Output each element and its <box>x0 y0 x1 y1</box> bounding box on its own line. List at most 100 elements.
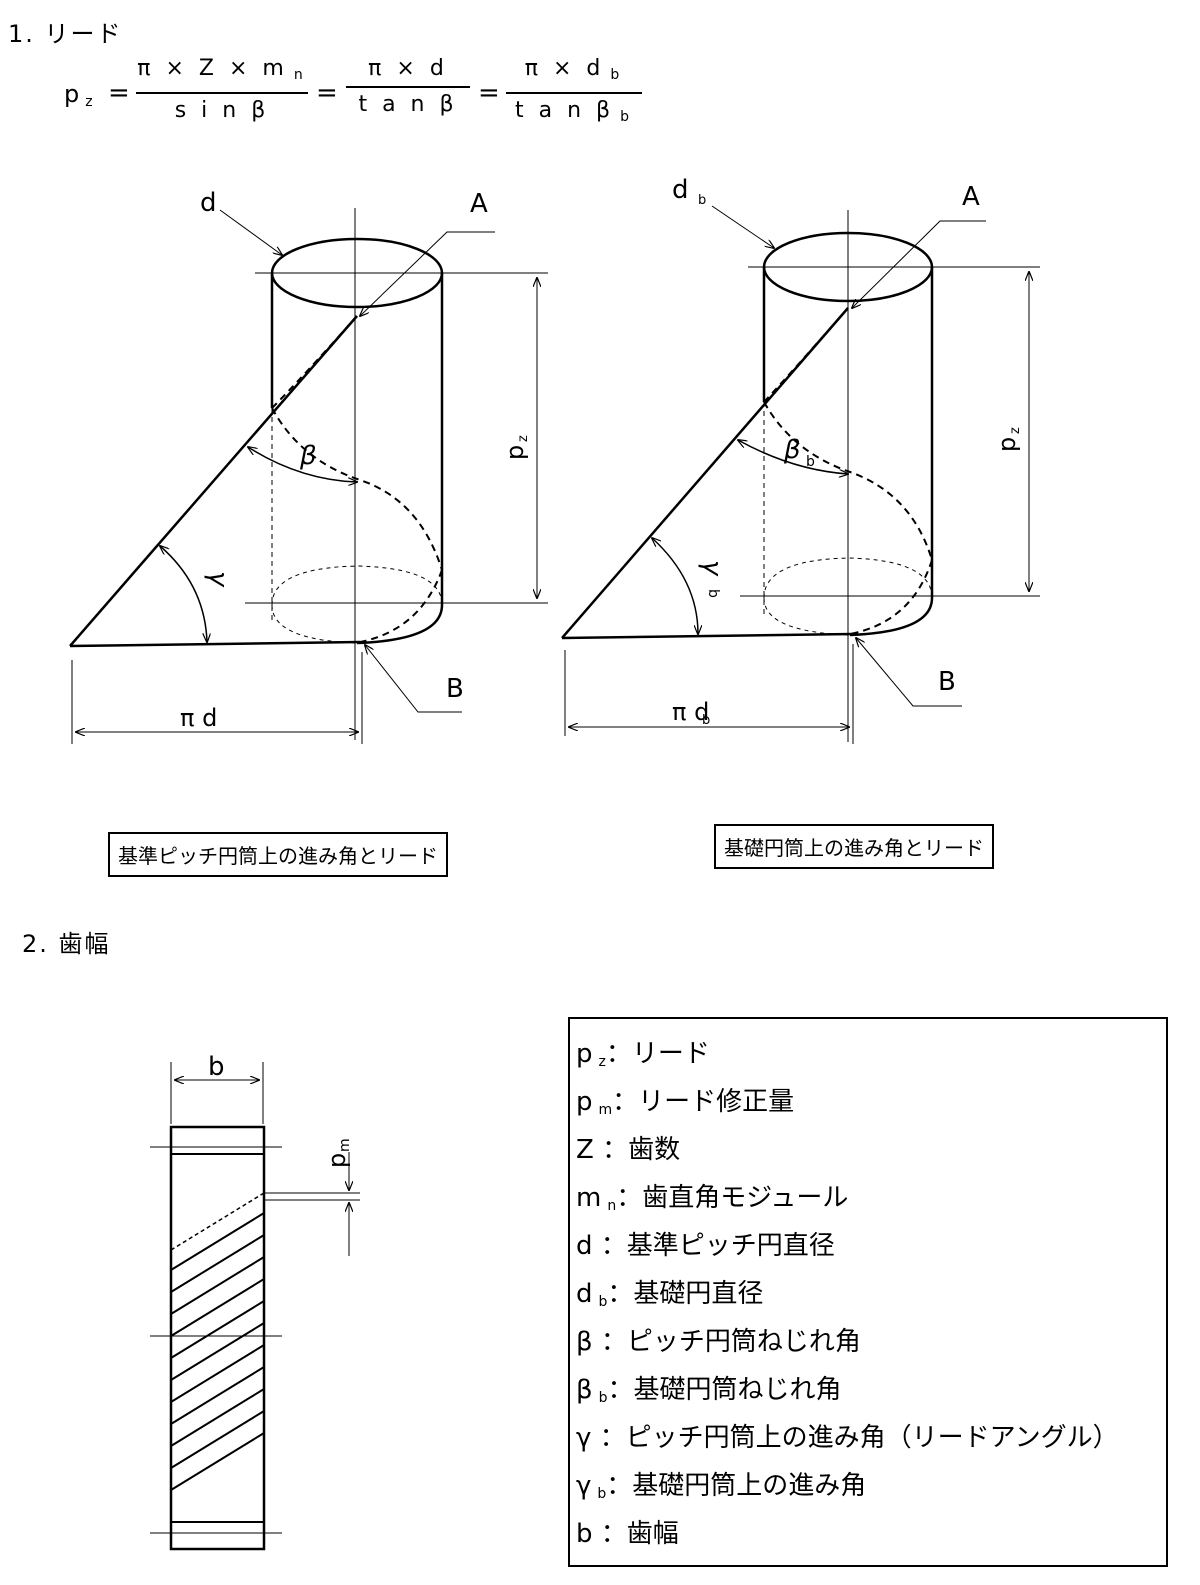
label-pidb: π d <box>672 698 709 726</box>
label-pidb-sub: b <box>702 713 710 728</box>
helix-bottom-right <box>849 559 933 635</box>
label-beta-b: β <box>783 435 801 465</box>
helix-lower <box>271 407 443 571</box>
caption-base-cylinder: 基礎円筒上の進み角とリード <box>714 824 994 869</box>
triangle-base <box>69 640 361 648</box>
legend-description: ：リード修正量 <box>612 1087 795 1117</box>
legend-symbol-sub: b <box>597 1486 607 1502</box>
legend-symbol: p <box>576 1087 593 1117</box>
legend-description: ：ピッチ円筒上の進み角（リードアングル） <box>591 1423 1119 1453</box>
legend-symbol-sub: b <box>598 1294 608 1310</box>
legend-item: γ ：ピッチ円筒上の進み角（リードアングル） <box>576 1417 1119 1454</box>
cylinder-bottom-back <box>271 565 443 606</box>
beta-b-arc <box>738 440 848 474</box>
legend-symbol: d <box>576 1279 593 1309</box>
svg-text:p: p <box>993 437 1021 452</box>
legend-symbol: Z <box>576 1135 594 1165</box>
caption-pitch-cylinder: 基準ピッチ円筒上の進み角とリード <box>108 832 448 877</box>
triangle-base-right <box>561 632 853 640</box>
formula-equals-2: = <box>316 78 338 108</box>
legend-description: ：基礎円筒上の進み角 <box>606 1471 867 1501</box>
d-leader <box>219 209 282 255</box>
formula-equals-3: = <box>478 78 500 108</box>
gear-section-rect <box>169 1125 266 1551</box>
label-gamma-b: γ <box>697 560 727 577</box>
base-cylinder-figure <box>561 205 1040 744</box>
label-B-left: B <box>446 674 464 704</box>
legend-symbol: γ <box>576 1471 592 1501</box>
A-leader-right <box>852 220 986 308</box>
label-pz-left: p z <box>501 435 531 460</box>
legend-symbol: d <box>576 1231 593 1261</box>
A-leader <box>360 231 495 316</box>
legend-description: ：基礎円筒ねじれ角 <box>607 1375 842 1405</box>
legend-symbol: γ <box>576 1423 592 1453</box>
legend-symbol: b <box>576 1519 593 1549</box>
helix-upper-right <box>763 307 849 403</box>
legend-description: ：歯幅 <box>592 1519 679 1549</box>
legend-symbol-sub: z <box>598 1054 606 1070</box>
gamma-arc <box>160 546 207 642</box>
legend-symbol: p <box>576 1039 593 1069</box>
label-A-right: A <box>962 182 980 212</box>
legend-symbol: β <box>576 1375 593 1405</box>
db-leader <box>711 205 774 248</box>
helix-unrolled-line <box>69 315 358 647</box>
legend-symbol-sub: b <box>598 1390 608 1406</box>
svg-text:p: p <box>323 1153 351 1168</box>
svg-text:z: z <box>516 435 531 442</box>
legend-description: ：基礎円直径 <box>607 1279 764 1309</box>
label-B-right: B <box>938 667 956 697</box>
legend-description: ：歯直角モジュール <box>616 1183 849 1213</box>
label-gamma: γ <box>203 571 233 588</box>
label-gamma-b-sub: b <box>705 589 721 598</box>
legend-description: ：歯数 <box>593 1135 681 1165</box>
label-pz-right: p z <box>993 427 1023 452</box>
label-pm: p m <box>323 1138 353 1168</box>
helix-bottom <box>359 569 443 643</box>
B-leader <box>365 645 462 713</box>
legend-item: β ：ピッチ円筒ねじれ角 <box>576 1321 861 1358</box>
label-beta: β <box>299 441 317 471</box>
svg-text:m: m <box>337 1138 353 1152</box>
cylinder-bottom-hidden-front-right <box>763 597 851 636</box>
legend-symbol: β <box>576 1327 593 1357</box>
label-b: b <box>208 1052 225 1082</box>
label-pid: π d <box>180 704 217 732</box>
label-A-left: A <box>470 189 488 219</box>
section2-heading: 2. 歯幅 <box>22 930 111 958</box>
B-leader-right <box>856 638 962 707</box>
label-d: d <box>200 188 217 218</box>
legend-symbol-sub: n <box>607 1198 617 1214</box>
legend-description: ：リード <box>605 1039 710 1069</box>
label-beta-b-sub: b <box>806 454 815 470</box>
svg-text:p: p <box>501 445 529 460</box>
face-width-figure <box>150 1062 360 1551</box>
legend-description: ：ピッチ円筒ねじれ角 <box>592 1327 861 1357</box>
gamma-b-arc <box>652 538 698 634</box>
helix-lower-right <box>763 401 933 561</box>
svg-text:z: z <box>1008 427 1023 434</box>
cylinder-bottom-front-right <box>849 597 934 637</box>
helix-upper <box>271 315 358 409</box>
formula-fraction-2: π × d t a n β <box>346 54 470 120</box>
legend-item: d ：基準ピッチ円直径 <box>576 1225 835 1262</box>
label-db-sub: b <box>698 193 706 208</box>
legend-symbol: m <box>576 1183 602 1213</box>
section1-heading: 1. リード <box>8 20 123 48</box>
formula-equals-1: = <box>108 78 130 108</box>
cylinder-bottom-front <box>356 604 444 645</box>
legend-item: b ：歯幅 <box>576 1513 679 1550</box>
legend-item: Z ：歯数 <box>576 1129 680 1166</box>
label-db: d <box>672 175 689 205</box>
